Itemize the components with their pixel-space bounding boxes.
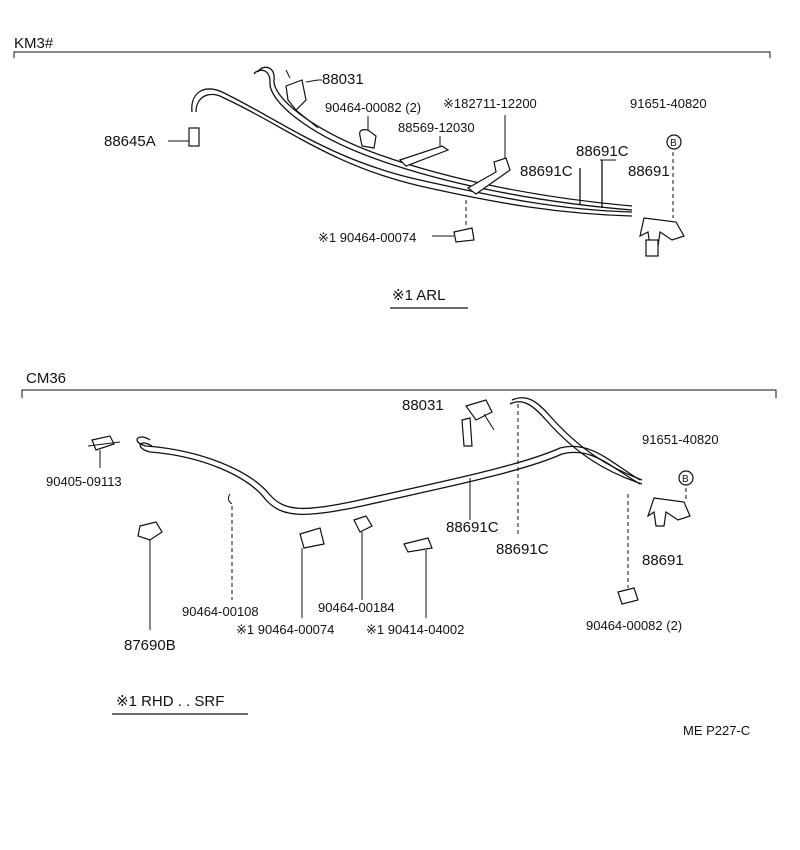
cm36-sensor-88691: B	[646, 470, 694, 527]
km3-hose-bundle	[191, 66, 633, 217]
km3-label-90464-00074: ※1 90464-00074	[318, 230, 416, 245]
km3-label-182711: ※182711-12200	[443, 96, 537, 111]
cm36-clip-90405	[87, 435, 121, 468]
cm36-label-91651: 91651-40820	[642, 432, 719, 447]
cm36-bracket-90414	[403, 537, 433, 618]
cm36-label-88031: 88031	[402, 397, 444, 414]
section-title-cm36: CM36	[26, 370, 66, 387]
cm36-label-90464-00074: ※1 90464-00074	[236, 622, 334, 637]
cm36-fitting-87690b	[137, 521, 163, 630]
section-bracket-km3	[13, 51, 771, 58]
cm36-clip-90464-00082	[617, 494, 639, 605]
km3-label-88569: 88569-12030	[398, 120, 475, 135]
cm36-hose-bundle	[136, 397, 643, 516]
cm36-clip-90464-00184	[353, 515, 373, 600]
km3-label-88031: 88031	[322, 71, 364, 88]
cm36-label-90414: ※1 90414-04002	[366, 622, 464, 637]
cm36-note: ※1 RHD . . SRF	[116, 693, 224, 710]
cm36-callout-b-circle	[678, 470, 694, 486]
km3-callout-b-circle	[666, 134, 682, 150]
km3-fitting-88645a	[168, 127, 200, 147]
cm36-clamp-90464-00074	[299, 527, 325, 618]
cm36-clip-90464-00108	[227, 493, 233, 600]
km3-sensor-88691: B	[639, 134, 685, 257]
cm36-callout-b: B	[682, 474, 689, 485]
km3-label-90464-00082: 90464-00082 (2)	[325, 100, 421, 115]
footer-code: ME P227-C	[683, 723, 750, 738]
cm36-label-90464-00108: 90464-00108	[182, 604, 259, 619]
cm36-label-90405: 90405-09113	[46, 474, 122, 489]
km3-label-88691: 88691	[628, 163, 670, 180]
km3-note: ※1 ARL	[392, 287, 445, 304]
km3-label-88645a: 88645A	[104, 133, 156, 150]
km3-label-88691c-b: 88691C	[520, 163, 573, 180]
km3-elbow-182711	[466, 115, 511, 195]
km3-valve-88031	[285, 69, 319, 129]
cm36-label-88691: 88691	[642, 552, 684, 569]
cm36-valve-88031	[461, 399, 495, 447]
section-bracket-cm36	[21, 389, 777, 398]
cm36-label-90464-00082: 90464-00082 (2)	[586, 618, 682, 633]
cm36-label-87690b: 87690B	[124, 637, 176, 654]
cm36-label-88691c-a: 88691C	[446, 519, 499, 536]
section-title-km3: KM3#	[14, 35, 54, 52]
km3-label-91651: 91651-40820	[630, 96, 707, 111]
km3-clip-90464-00082	[359, 116, 377, 149]
km3-label-88691c-a: 88691C	[576, 143, 629, 160]
km3-callout-b: B	[670, 138, 677, 149]
cm36-label-88691c-b: 88691C	[496, 541, 549, 558]
km3-clamp-90464-00074	[432, 200, 475, 243]
km3-bracket-88569	[398, 136, 450, 167]
cm36-label-90464-00184: 90464-00184	[318, 600, 395, 615]
